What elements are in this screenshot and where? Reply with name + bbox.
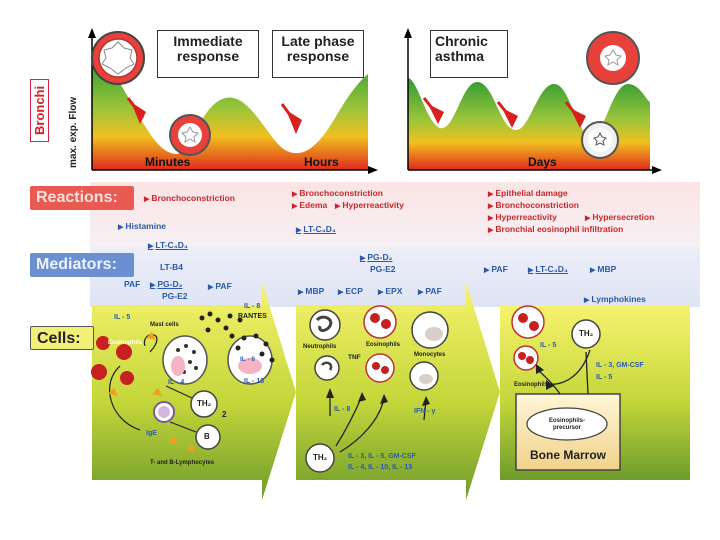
mediator-paf-2: PAF [208, 281, 231, 291]
bronchus-constricted-icon [169, 114, 211, 156]
cell-il6: IL - 6 [240, 356, 256, 363]
flow-drop-arrows [126, 97, 586, 134]
cell-2: 2 [222, 410, 227, 419]
cell-th2-2: TH₂ [313, 453, 328, 462]
reactions-section-label: Reactions: [30, 186, 134, 210]
chronic-line2: asthma [435, 47, 485, 64]
days-label: Days [528, 155, 557, 169]
mediator-paf-4: PAF [484, 264, 507, 274]
mediator-pge2-2: PG-E2 [370, 264, 396, 274]
reaction-1-bronchoconstriction: Bronchoconstriction [144, 193, 235, 203]
eosinophil-precursor-icon [526, 407, 608, 441]
cell-tb-lymphocytes: T- and B-Lymphocytes [150, 460, 215, 466]
immediate-line1: Immediate [173, 33, 243, 49]
eosinophil-icon [363, 305, 397, 339]
reaction-2-hyperreactivity: Hyperreactivity [335, 200, 403, 210]
bronchi-label: Bronchi [30, 78, 49, 142]
cell-eosinophils-precursor: Eosinophils-precursor [549, 418, 585, 431]
cell-il5-3: IL - 5 [596, 374, 613, 381]
mediator-lymphokines: Lymphokines [584, 294, 645, 304]
cell-tnf: TNF [348, 354, 361, 361]
reaction-3-eosinophil-infiltration: Bronchial eosinophil infiltration [488, 224, 623, 234]
th2-cell-icon-3 [571, 319, 601, 349]
mediator-ltc4d4-3: LT-C₄D₄ [528, 264, 568, 274]
neutrophil-icon [309, 309, 341, 341]
cells-section-label: Cells: [30, 326, 94, 350]
minutes-label: Minutes [145, 155, 191, 169]
y-axis-label: max. exp. Flow [68, 96, 79, 168]
mediator-ltc4d4-1: LT-C₄D₄ [148, 240, 188, 250]
mediator-mbp-1: MBP [298, 286, 324, 296]
cell-il4: IL - 4 [168, 379, 185, 386]
bronchus-chronic-icon [586, 31, 640, 85]
cell-th2-1: TH₂ [197, 399, 212, 408]
cell-b: B [204, 432, 210, 441]
reaction-3-hyperreactivity: Hyperreactivity [488, 212, 556, 222]
cell-panel-2 [296, 282, 500, 500]
panel1-cells [91, 311, 275, 452]
immediate-response-heading: Immediate response [157, 30, 259, 78]
reaction-3-hypersecretion: Hypersecretion [585, 212, 654, 222]
th2-cell-icon [190, 390, 218, 418]
cell-monocytes: Monocytes [414, 352, 446, 358]
mediators-section-label: Mediators: [30, 253, 134, 277]
panel2-cells [305, 305, 449, 473]
cell-il8: IL - 8 [244, 303, 261, 310]
cell-il8-2: IL - 8 [334, 406, 351, 413]
cell-il5-2: IL - 5 [540, 342, 557, 349]
chronic-line1: Chronic [435, 33, 488, 49]
mediator-ecp: ECP [338, 286, 362, 296]
cell-rantes: RANTES [238, 313, 267, 320]
mediator-paf-1: PAF [124, 279, 141, 289]
th2-cell-icon-2 [305, 443, 335, 473]
late-phase-heading: Late phase response [272, 30, 364, 78]
late-line1: Late phase [281, 33, 355, 49]
cell-il13: IL - 13 [244, 378, 265, 385]
chronic-asthma-heading: Chronic asthma [430, 30, 508, 78]
mediator-paf-3: PAF [418, 286, 441, 296]
mediator-histamine: Histamine [118, 221, 166, 231]
mediator-pgd2-2: PG-D₂ [360, 252, 392, 262]
cell-ifn-gamma: IFN - γ [414, 408, 436, 415]
mast-cell-icon [162, 335, 208, 385]
hours-label: Hours [304, 155, 339, 169]
cell-il5: IL - 5 [114, 314, 131, 321]
reaction-2-bronchoconstriction: Bronchoconstriction [292, 188, 383, 198]
bone-marrow-label: Bone Marrow [530, 448, 607, 462]
reaction-3-epithelial: Epithelial damage [488, 188, 567, 198]
cell-th2-3: TH₂ [579, 329, 594, 338]
reaction-2-edema: Edema [292, 200, 327, 210]
mediator-mbp-2: MBP [590, 264, 616, 274]
bronchus-open-icon [91, 31, 145, 85]
b-cell-icon [195, 424, 221, 450]
mediator-pge2-1: PG-E2 [162, 291, 188, 301]
mediator-ltc4d4-2: LT-C₄D₄ [296, 224, 336, 234]
mediator-epx: EPX [378, 286, 402, 296]
mediator-ltb4: LT-B4 [160, 262, 183, 272]
cell-il3-gmcsf: IL - 3, GM-CSF [596, 362, 644, 369]
cell-neutrophils: Neutrophils [303, 344, 337, 350]
reaction-3-bronchoconstriction: Bronchoconstriction [488, 200, 579, 210]
eosinophil-icon-2 [511, 305, 545, 339]
panel3-cells [511, 305, 621, 471]
acute-flow-area [92, 58, 368, 170]
cell-eosinophils-2: Eosinophils [366, 342, 401, 348]
cell-cytokine-list-1: IL - 3, IL - 5, GM-CSF [348, 453, 416, 460]
mediator-pgd2-1: PG-D₂ [150, 279, 182, 289]
cell-ige: IgE [146, 430, 157, 437]
cell-mast-cells: Mast cells [150, 322, 179, 328]
bronchus-chronic-constricted-icon [581, 121, 619, 159]
cell-cytokine-list-2: IL - 4, IL - 10, IL - 13 [348, 464, 413, 471]
late-line2: response [286, 47, 350, 64]
cell-eosinophils: Eosinophils [108, 340, 143, 346]
cell-eosinophils-3: Eosinophils [514, 382, 549, 388]
immediate-line2: response [176, 47, 240, 64]
